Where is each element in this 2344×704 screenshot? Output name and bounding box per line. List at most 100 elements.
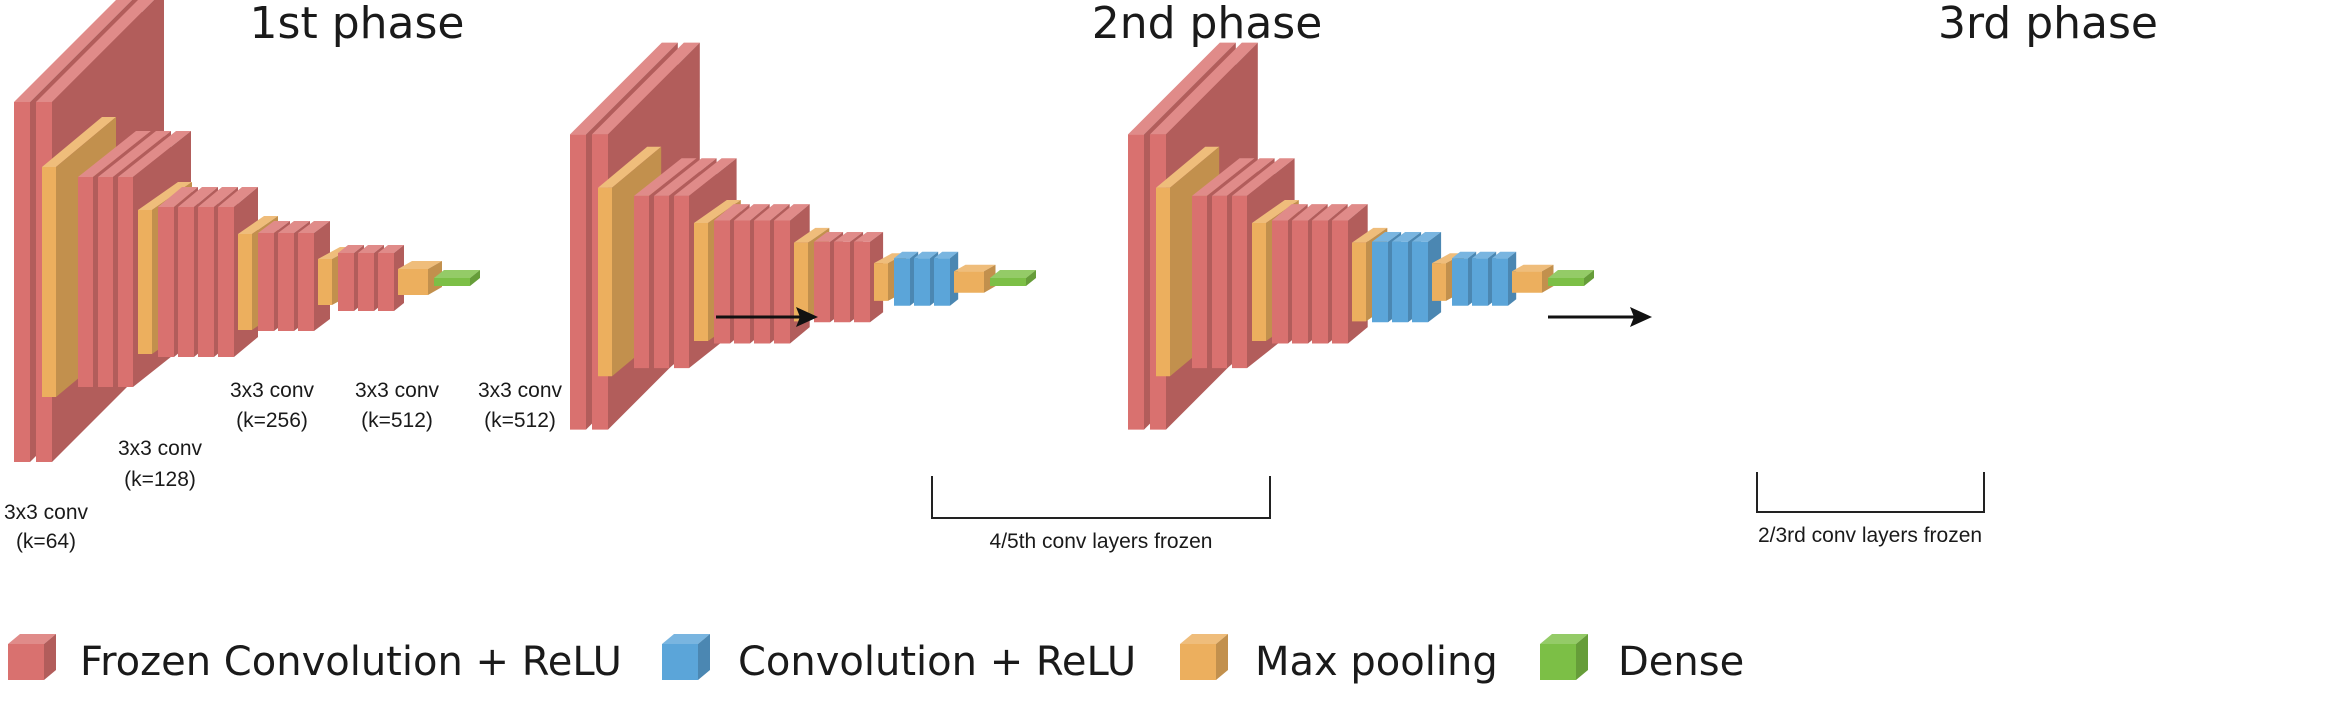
phase-2-dense-top-face xyxy=(990,270,1036,278)
phase-2-layer-g4-3-front-face xyxy=(854,241,870,323)
phase-3-layer-g5-2-front-face xyxy=(1472,258,1488,306)
phase-2-layer-g5-3-front-face xyxy=(934,258,950,306)
phase-1-pool-1-top-face xyxy=(42,117,116,167)
phase-1-layer-g4-3-top-face xyxy=(298,221,330,233)
block-label-k128: 3x3 conv xyxy=(118,437,203,460)
phase-1-layer-g4-2-top-face xyxy=(278,221,310,233)
phase-1-layer-g5-3-top-face xyxy=(378,245,404,253)
block-label-k512a: 3x3 conv xyxy=(355,379,440,402)
phase-3-layer-g1-1-top-face xyxy=(1128,42,1236,135)
phase-2-dense-front-face xyxy=(990,278,1026,286)
phase-3-layer-g5-1-top-face xyxy=(1452,251,1477,259)
legend-swatch-max_pool xyxy=(1180,634,1228,680)
phase-3-dense-top-face xyxy=(1548,270,1594,278)
phase-3-layer-g5-3-front-face xyxy=(1492,258,1508,306)
phase-3-layer-g5-3-top-face xyxy=(1492,251,1517,259)
phase-arrow-2 xyxy=(1548,307,1652,327)
phase-1-layer-g3-3-top-face xyxy=(198,187,238,207)
phase-3-layer-g4-2-top-face xyxy=(1392,232,1422,242)
phase-3-pool-2-front-face xyxy=(1252,223,1266,341)
phase-3-pool-5-front-face xyxy=(1512,271,1542,293)
phase-3-layer-g4-1-front-face xyxy=(1372,241,1388,323)
legend-label-max-pooling: Max pooling xyxy=(1255,639,1498,685)
phase-2-layer-g4-1-front-face xyxy=(814,241,830,323)
phase-2-layer-g5-1-front-face xyxy=(894,258,910,306)
phase-1-layer-g3-4-top-face xyxy=(218,187,258,207)
block-label-k512b-count: (k=512) xyxy=(484,409,556,432)
phase-3-layer-g2-2-top-face xyxy=(1212,158,1275,196)
phase-2-pool-4-front-face xyxy=(874,263,888,301)
legend-swatch-dense-front-face xyxy=(1540,644,1576,680)
phase-2-pool-5-front-face xyxy=(954,271,984,293)
phase-3-title: 3rd phase xyxy=(1938,0,2158,49)
phase-3-layer-g3-2-front-face xyxy=(1292,220,1308,344)
phase-2-layer-g4-3-top-face xyxy=(854,232,884,242)
phase-3-layer-g1-1-front-face xyxy=(1128,134,1144,430)
phase-2-pool-3-front-face xyxy=(794,242,808,322)
phase-3-layer-g5-2-top-face xyxy=(1472,251,1497,259)
phase-1-pool-5-top-face xyxy=(398,261,442,269)
phase-2-layer-g2-1-front-face xyxy=(634,195,649,369)
block-label-k64-count: (k=64) xyxy=(16,530,76,553)
phase-1-layer-g1-1-top-face xyxy=(14,0,132,102)
phase-1-layer-g1-2-top-face xyxy=(36,0,154,102)
phase-3-layer-g2-3-front-face xyxy=(1232,195,1247,369)
frozen-bracket-phase-2 xyxy=(931,476,1271,519)
phase-1-pool-2-front-face xyxy=(138,210,152,354)
legend-swatch-dense xyxy=(1540,634,1588,680)
phase-2-dense xyxy=(990,270,1036,286)
block-label-k256-count: (k=256) xyxy=(236,409,308,432)
phase-2-network xyxy=(570,42,1036,430)
phase-1-layer-g5-2-top-face xyxy=(358,245,384,253)
phase-3-pool-1-front-face xyxy=(1156,187,1170,377)
phase-1-layer-g3-1-front-face xyxy=(158,207,174,357)
phase-2-layer-g5-2-front-face xyxy=(914,258,930,306)
phase-3-layer-g3-2-top-face xyxy=(1292,204,1328,221)
phase-1-layer-g5-3-front-face xyxy=(378,253,394,311)
phase-1-layer-g2-2-front-face xyxy=(98,177,113,387)
phase-2-pool-2-top-face xyxy=(694,200,741,223)
phase-3-layer-g2-1-front-face xyxy=(1192,195,1207,369)
legend-swatch-conv-side-face xyxy=(698,634,710,680)
phase-3-layer-g5-1-front-face xyxy=(1452,258,1468,306)
phase-1-pool-2-top-face xyxy=(138,182,192,210)
phase-2-pool-2-front-face xyxy=(694,223,708,341)
phase-2-layer-g1-1-top-face xyxy=(570,42,678,135)
phase-2-pool-1-top-face xyxy=(598,146,662,188)
legend-swatch-conv-top-face xyxy=(662,634,710,644)
phase-1-layer-g4-3-front-face xyxy=(298,233,314,331)
legend-swatch-dense-side-face xyxy=(1576,634,1588,680)
phase-3-pool-2-top-face xyxy=(1252,200,1299,223)
phase-2-layer-g1-1-front-face xyxy=(570,134,586,430)
legend: Frozen Convolution + ReLU Convolution + … xyxy=(8,634,1744,685)
phase-1-pool-1-front-face xyxy=(42,167,56,397)
phase-2-layer-g3-4-front-face xyxy=(774,220,790,344)
phase-1-pool-3-front-face xyxy=(238,234,252,330)
phase-1-layer-g5-1-front-face xyxy=(338,253,354,311)
phase-2-layer-g1-2-top-face xyxy=(592,42,700,135)
phase-2-layer-g4-2-front-face xyxy=(834,241,850,323)
phase-3-layer-g2-3-top-face xyxy=(1232,158,1295,196)
phase-2-layer-g5-3-top-face xyxy=(934,251,959,259)
phase-3-layer-g3-4-front-face xyxy=(1332,220,1348,344)
phase-1-layer-g3-2-top-face xyxy=(178,187,218,207)
phase-3-layer-g3-4-top-face xyxy=(1332,204,1368,221)
phase-2-layer-g3-2-front-face xyxy=(734,220,750,344)
phase-3-dense xyxy=(1548,270,1594,286)
phase-2-layer-g4-1-top-face xyxy=(814,232,844,242)
phase-3-layer-g2-1-top-face xyxy=(1192,158,1255,196)
phase-1-layer-g3-4-front-face xyxy=(218,207,234,357)
phase-3-layer-g4-3-front-face xyxy=(1412,241,1428,323)
block-label-k256: 3x3 conv xyxy=(230,379,315,402)
phase-2-pool-5 xyxy=(954,264,996,293)
legend-label-conv: Convolution + ReLU xyxy=(738,639,1136,685)
phase-3-layer-g4-3-top-face xyxy=(1412,232,1442,242)
phase-2-pool-3-top-face xyxy=(794,227,830,243)
legend-swatch-max_pool-top-face xyxy=(1180,634,1228,644)
phase-1-layer-g5-1-top-face xyxy=(338,245,364,253)
phase-1-network xyxy=(14,0,480,462)
phase-1-pool-5-front-face xyxy=(398,269,428,295)
phase-2-layer-g2-2-top-face xyxy=(654,158,717,196)
phase-arrow-1 xyxy=(716,307,818,327)
